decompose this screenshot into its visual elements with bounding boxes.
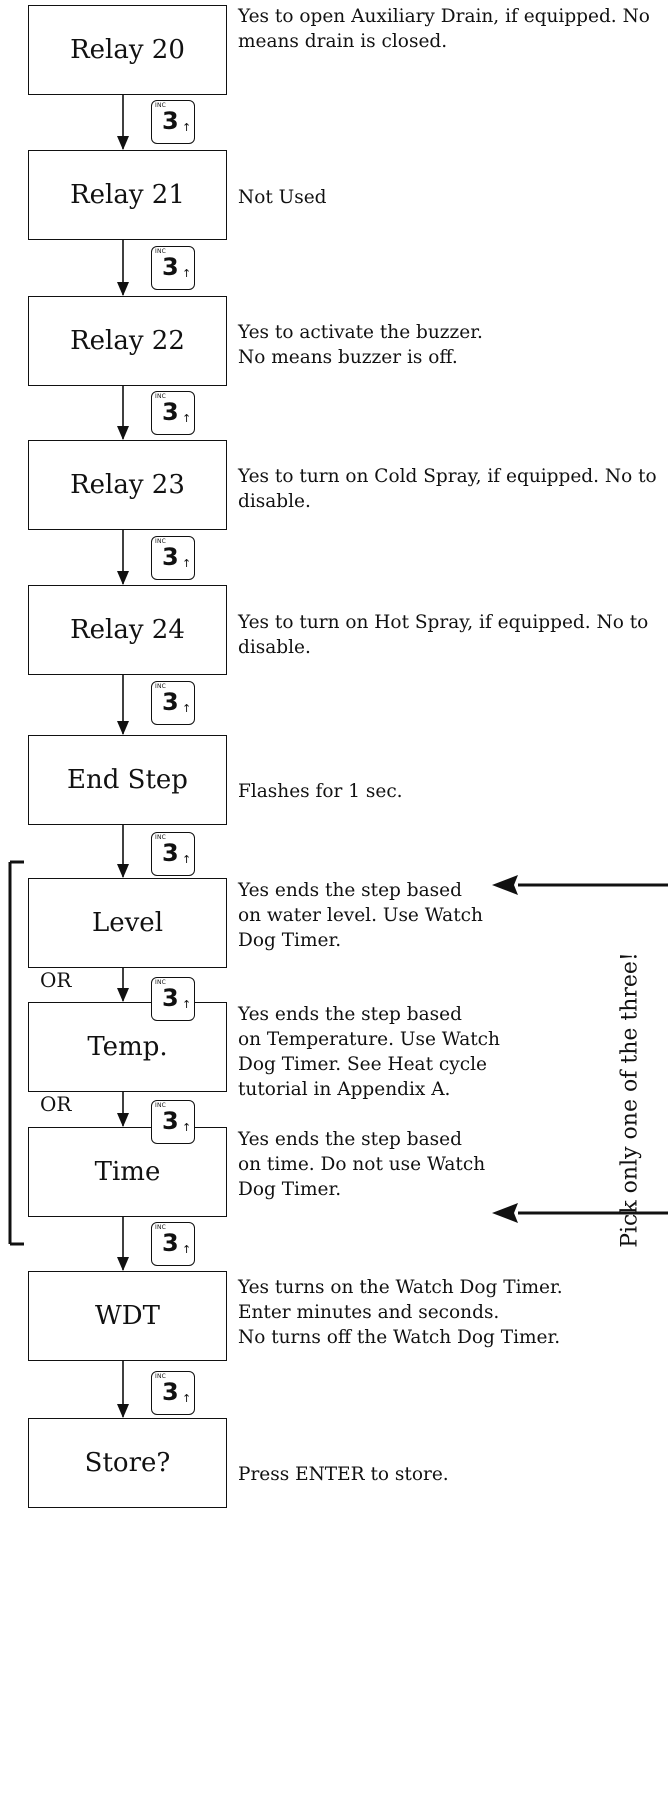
step-description: Yes ends the step based on time. Do not … <box>238 1129 486 1200</box>
key-arrow: ↑ <box>182 267 192 280</box>
key-number: 3 <box>162 1107 179 1135</box>
flow-arrow-head <box>117 282 129 296</box>
step-description: Yes to activate the buzzer. No means buz… <box>238 322 483 368</box>
step-box: Store? <box>28 1418 227 1508</box>
key-inc-label: INC <box>155 248 167 255</box>
key-number: 3 <box>162 1378 179 1406</box>
step-description: Not Used <box>238 187 327 208</box>
step-box: Relay 22 <box>28 296 227 386</box>
step-box: Temp. <box>28 1002 227 1092</box>
step-description: Flashes for 1 sec. <box>238 781 403 802</box>
key-arrow: ↑ <box>182 998 192 1011</box>
key-number: 3 <box>162 839 179 867</box>
step-description: Yes to turn on Cold Spray, if equipped. … <box>238 466 657 512</box>
key-inc-label: INC <box>155 979 167 986</box>
key-arrow: ↑ <box>182 412 192 425</box>
side-arrow-head <box>492 875 518 895</box>
flow-arrow-head <box>117 1404 129 1418</box>
key-arrow: ↑ <box>182 1243 192 1256</box>
key-arrow: ↑ <box>182 853 192 866</box>
key-arrow: ↑ <box>182 1121 192 1134</box>
step-description: Press ENTER to store. <box>238 1464 449 1485</box>
step-description: Yes to turn on Hot Spray, if equipped. N… <box>238 612 649 658</box>
key-inc-label: INC <box>155 834 167 841</box>
key-inc-label: INC <box>155 102 167 109</box>
step-box: Level <box>28 878 227 968</box>
step-box: Relay 20 <box>28 5 227 95</box>
key-number: 3 <box>162 543 179 571</box>
step-box: Relay 23 <box>28 440 227 530</box>
step-description: Yes to open Auxiliary Drain, if equipped… <box>238 6 650 52</box>
flow-arrow-head <box>117 864 129 878</box>
key-inc-label: INC <box>155 538 167 545</box>
key-number: 3 <box>162 107 179 135</box>
step-description: Yes ends the step based on Temperature. … <box>238 1004 500 1100</box>
flow-arrow-head <box>117 988 129 1002</box>
flow-arrow-head <box>117 136 129 150</box>
key-number: 3 <box>162 688 179 716</box>
side-arrow-head <box>492 1203 518 1223</box>
flow-arrow-head <box>117 1113 129 1127</box>
step-description: Yes turns on the Watch Dog Timer. Enter … <box>238 1277 563 1348</box>
key-number: 3 <box>162 1229 179 1257</box>
step-description: Yes ends the step based on water level. … <box>238 880 483 951</box>
flow-arrow-head <box>117 1257 129 1271</box>
step-box: Time <box>28 1127 227 1217</box>
key-arrow: ↑ <box>182 1392 192 1405</box>
key-arrow: ↑ <box>182 702 192 715</box>
or-label-1: OR <box>40 968 72 992</box>
key-arrow: ↑ <box>182 121 192 134</box>
flow-arrow-head <box>117 571 129 585</box>
step-box: Relay 21 <box>28 150 227 240</box>
or-label-2: OR <box>40 1092 72 1116</box>
key-number: 3 <box>162 253 179 281</box>
key-inc-label: INC <box>155 683 167 690</box>
flow-arrow-head <box>117 721 129 735</box>
step-box: WDT <box>28 1271 227 1361</box>
key-number: 3 <box>162 398 179 426</box>
key-inc-label: INC <box>155 1102 167 1109</box>
key-inc-label: INC <box>155 393 167 400</box>
key-inc-label: INC <box>155 1224 167 1231</box>
step-box: End Step <box>28 735 227 825</box>
key-arrow: ↑ <box>182 557 192 570</box>
key-number: 3 <box>162 984 179 1012</box>
step-box: Relay 24 <box>28 585 227 675</box>
key-inc-label: INC <box>155 1373 167 1380</box>
flow-arrow-head <box>117 426 129 440</box>
